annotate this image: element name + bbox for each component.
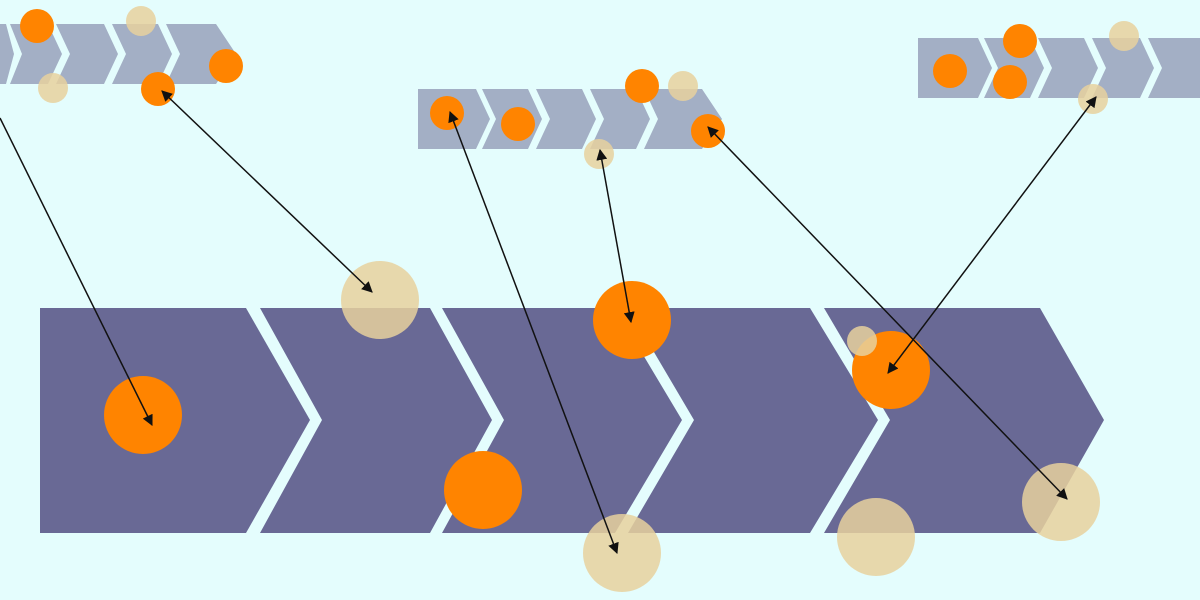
tm-orange-1 — [430, 96, 464, 130]
chevron-segment-3 — [1038, 38, 1098, 98]
arrow-3 — [448, 110, 619, 555]
tm-beige-2 — [584, 139, 614, 169]
arrow-2 — [161, 90, 373, 293]
chevron-segment-2 — [260, 308, 492, 533]
tl-orange-1 — [20, 9, 54, 43]
arrow-layer — [0, 90, 1097, 555]
chevron-segment-5 — [1148, 38, 1200, 98]
small-beige-dot — [847, 326, 877, 356]
tm-orange-2 — [501, 107, 535, 141]
large-orange-3 — [444, 451, 522, 529]
top-left-chevron-strip — [0, 24, 236, 84]
tr-orange-1 — [933, 54, 967, 88]
chevron-segment-3 — [56, 24, 118, 84]
tr-beige-1 — [1109, 21, 1139, 51]
tl-beige-2 — [38, 73, 68, 103]
arrow-1 — [0, 117, 153, 426]
large-orange-2 — [593, 281, 671, 359]
arrow-4 — [596, 148, 635, 324]
chevron-segment-4 — [1092, 38, 1154, 98]
tr-beige-2 — [1078, 84, 1108, 114]
large-beige-4 — [1022, 463, 1100, 541]
large-orange-1 — [104, 376, 182, 454]
tl-beige-1 — [126, 6, 156, 36]
tl-orange-2 — [141, 72, 175, 106]
tl-orange-3 — [209, 49, 243, 83]
large-beige-3 — [837, 498, 915, 576]
tm-beige-1 — [668, 71, 698, 101]
arrow-6 — [887, 96, 1097, 374]
chevron-segment-1 — [0, 24, 14, 84]
tm-orange-3 — [625, 69, 659, 103]
tm-orange-4 — [691, 114, 725, 148]
large-beige-2 — [583, 514, 661, 592]
chevron-segment-4 — [112, 24, 172, 84]
large-chevron-strip — [40, 308, 1104, 533]
tr-orange-3 — [993, 65, 1027, 99]
chevron-segment-2 — [10, 24, 62, 84]
tr-orange-2 — [1003, 24, 1037, 58]
